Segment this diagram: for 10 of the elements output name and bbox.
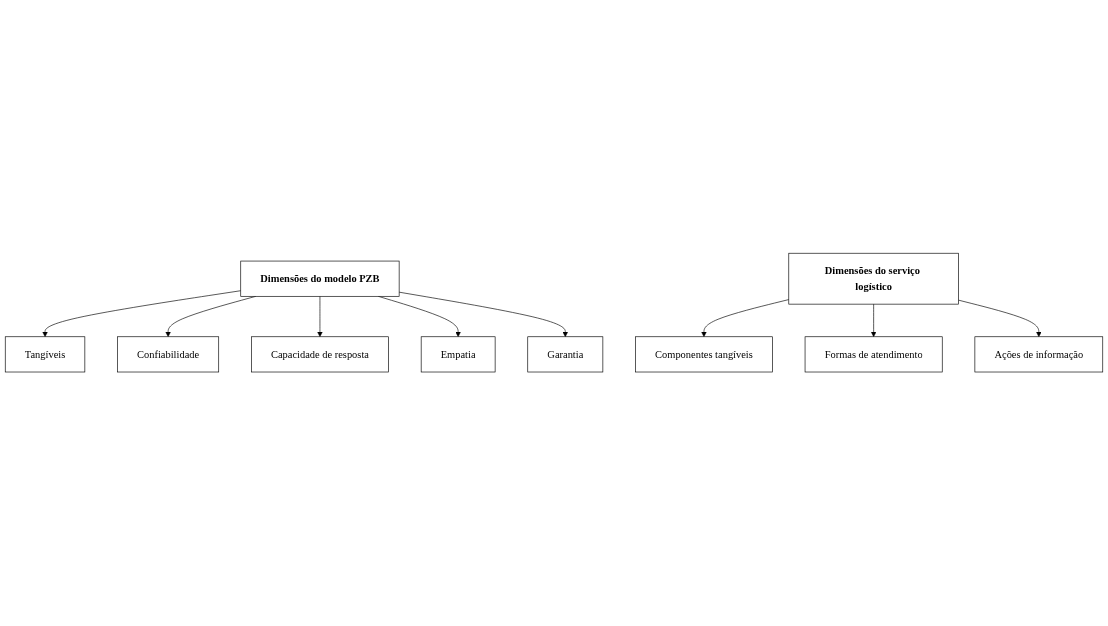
node-box: Capacidade de resposta xyxy=(251,336,389,373)
node-box: Dimensões do serviço logístico xyxy=(788,253,959,305)
node-box: Empatia xyxy=(420,336,496,373)
node-box: Confiabilidade xyxy=(117,336,220,373)
node-box: Dimensões do modelo PZB xyxy=(240,261,400,297)
node-box: Ações de informação xyxy=(974,336,1104,373)
node-box: Tangíveis xyxy=(4,336,86,373)
node-box: Componentes tangíveis xyxy=(635,336,773,373)
node-box: Garantia xyxy=(527,336,604,373)
node-box: Formas de atendimento xyxy=(804,336,943,373)
